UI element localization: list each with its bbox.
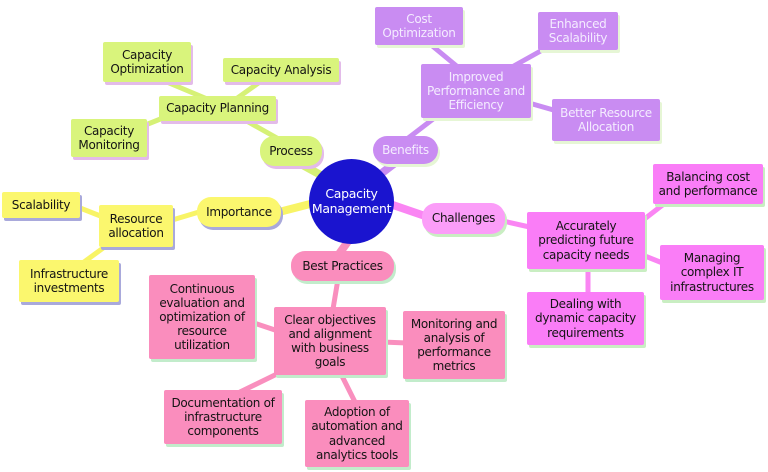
- node-capacity-optimization[interactable]: Capacity Optimization: [103, 42, 191, 82]
- node-adoption-of-automation[interactable]: Adoption of automation and advanced anal…: [305, 400, 409, 467]
- edge-clear-adoption: [339, 373, 358, 405]
- edge-clear-monitoring: [379, 339, 410, 346]
- node-balancing-cost-and-performance[interactable]: Balancing cost and performance: [653, 164, 763, 204]
- node-better-resource-allocation[interactable]: Better Resource Allocation: [552, 99, 660, 141]
- node-best-practices[interactable]: Best Practices: [291, 251, 394, 281]
- node-capacity-analysis[interactable]: Capacity Analysis: [223, 58, 339, 82]
- node-accurately-predicting-future-capacity-needs[interactable]: Accurately predicting future capacity ne…: [527, 212, 645, 269]
- edge-bestpractices-clear: [330, 276, 341, 312]
- edge-improved-enhanced: [509, 45, 549, 70]
- node-benefits[interactable]: Benefits: [373, 136, 438, 164]
- edge-importance-center: [275, 199, 318, 216]
- edge-clear-documentation: [237, 370, 282, 395]
- node-importance[interactable]: Importance: [197, 197, 281, 227]
- node-capacity-monitoring[interactable]: Capacity Monitoring: [71, 119, 147, 157]
- node-continuous-evaluation[interactable]: Continuous evaluation and optimization o…: [149, 275, 255, 359]
- node-scalability[interactable]: Scalability: [2, 192, 80, 218]
- node-process[interactable]: Process: [260, 136, 322, 166]
- node-dealing-with-dynamic-capacity-requirements[interactable]: Dealing with dynamic capacity requiremen…: [527, 292, 644, 345]
- node-challenges[interactable]: Challenges: [422, 203, 505, 234]
- edge-center-challenges: [386, 200, 429, 220]
- node-monitoring-and-analysis[interactable]: Monitoring and analysis of performance m…: [403, 311, 505, 379]
- node-clear-objectives[interactable]: Clear objectives and alignment with busi…: [274, 307, 386, 375]
- edge-resource-importance: [166, 209, 202, 224]
- node-infrastructure-investments[interactable]: Infrastructure investments: [19, 260, 119, 302]
- edge-planning-analysis: [233, 76, 267, 102]
- node-improved-performance-and-efficiency[interactable]: Improved Performance and Efficiency: [421, 64, 531, 118]
- edge-improved-benefits: [404, 113, 440, 142]
- node-cost-optimization[interactable]: Cost Optimization: [375, 7, 463, 45]
- node-capacity-planning[interactable]: Capacity Planning: [159, 96, 276, 121]
- node-documentation-of-infrastructure[interactable]: Documentation of infrastructure componen…: [164, 390, 282, 444]
- node-enhanced-scalability[interactable]: Enhanced Scalability: [538, 12, 618, 50]
- node-capacity-management-center[interactable]: Capacity Management: [309, 159, 394, 244]
- node-resource-allocation[interactable]: Resource allocation: [99, 205, 173, 247]
- node-managing-complex-it-infrastructures[interactable]: Managing complex IT infrastructures: [660, 245, 764, 300]
